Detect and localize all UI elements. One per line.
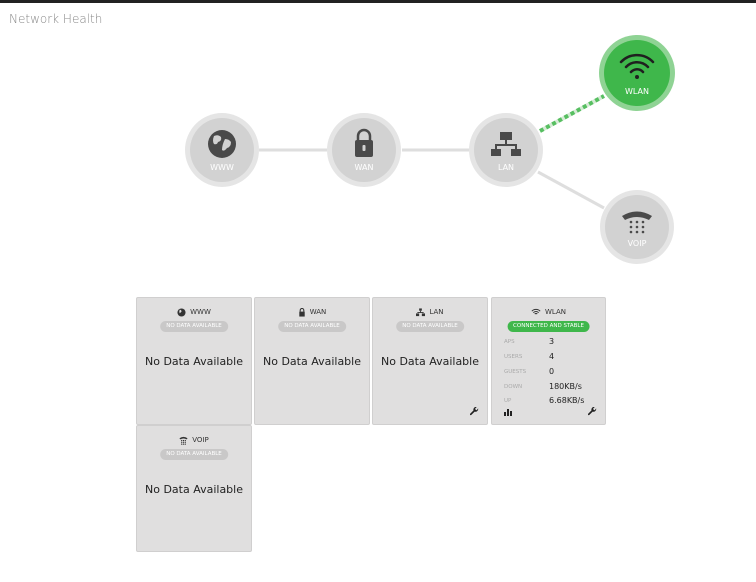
card-wlan-title: WLAN: [544, 308, 566, 316]
card-www-header: WWW: [137, 307, 251, 317]
page-title: Network Health: [9, 12, 103, 26]
stat-label: USERS: [504, 354, 523, 360]
stat-label: UP: [504, 398, 512, 404]
card-voip[interactable]: VOIP NO DATA AVAILABLE No Data Available: [136, 425, 252, 552]
node-lan[interactable]: LAN: [469, 113, 543, 187]
card-wlan-header: WLAN: [492, 307, 605, 317]
node-wan[interactable]: WAN: [327, 113, 401, 187]
bar-chart-icon[interactable]: [504, 408, 513, 416]
card-lan-header: LAN: [373, 307, 487, 317]
stat-label: GUESTS: [504, 369, 527, 375]
no-data-message: No Data Available: [262, 355, 361, 368]
stat-up: UP 6.68KB/s: [504, 396, 599, 408]
card-wan-title: WAN: [309, 308, 327, 316]
node-www[interactable]: WWW: [185, 113, 259, 187]
network-icon: [491, 132, 521, 156]
card-voip-title: VOIP: [192, 436, 209, 444]
stat-guests: GUESTS 0: [504, 367, 599, 379]
card-www[interactable]: WWW NO DATA AVAILABLE No Data Available: [136, 297, 252, 425]
wrench-icon[interactable]: [588, 407, 597, 416]
stat-value: 6.68KB/s: [549, 396, 585, 405]
network-icon: [416, 307, 426, 316]
stat-value: 3: [549, 337, 555, 346]
lock-icon: [355, 128, 373, 157]
phone-icon: [622, 211, 652, 234]
node-wan-label: WAN: [355, 163, 374, 172]
status-badge: NO DATA AVAILABLE: [396, 321, 464, 332]
stat-value: 4: [549, 352, 555, 361]
card-wan[interactable]: WAN NO DATA AVAILABLE No Data Available: [254, 297, 370, 425]
phone-icon: [179, 436, 188, 445]
stat-down: DOWN 180KB/s: [504, 382, 599, 394]
stat-value: 0: [549, 367, 555, 376]
wifi-dot: [635, 75, 639, 79]
stat-label: DOWN: [504, 384, 523, 390]
link-lan-wlan: [539, 94, 605, 133]
status-badge: CONNECTED AND STABLE: [507, 321, 590, 332]
card-wan-header: WAN: [255, 307, 369, 317]
card-voip-header: VOIP: [137, 435, 251, 445]
node-wlan-label: WLAN: [625, 87, 649, 96]
node-www-label: WWW: [210, 163, 234, 172]
wrench-icon[interactable]: [470, 407, 479, 416]
stat-users: USERS 4: [504, 352, 599, 364]
node-lan-label: LAN: [498, 163, 514, 172]
lock-icon: [299, 307, 305, 317]
network-topology: WWW WAN LAN: [185, 35, 675, 264]
no-data-message: No Data Available: [144, 483, 243, 496]
globe-icon: [208, 130, 236, 158]
card-wlan[interactable]: WLAN CONNECTED AND STABLE APS 3 USERS 4 …: [491, 297, 606, 425]
globe-icon: [177, 307, 186, 317]
status-badge: NO DATA AVAILABLE: [160, 449, 228, 460]
node-voip-label: VOIP: [628, 239, 647, 248]
node-wlan[interactable]: WLAN: [599, 35, 675, 111]
top-bar: [0, 0, 756, 3]
card-lan[interactable]: LAN NO DATA AVAILABLE No Data Available: [372, 297, 488, 425]
no-data-message: No Data Available: [144, 355, 243, 368]
card-lan-title: LAN: [429, 308, 444, 316]
stat-value: 180KB/s: [549, 382, 582, 391]
link-lan-voip: [537, 170, 605, 210]
node-voip[interactable]: VOIP: [600, 190, 674, 264]
wifi-icon: [531, 308, 541, 315]
no-data-message: No Data Available: [380, 355, 479, 368]
status-badge: NO DATA AVAILABLE: [278, 321, 346, 332]
card-www-title: WWW: [190, 308, 211, 316]
wifi-icon: [619, 53, 655, 74]
stat-aps: APS 3: [504, 337, 599, 349]
status-badge: NO DATA AVAILABLE: [160, 321, 228, 332]
stat-label: APS: [504, 339, 515, 345]
